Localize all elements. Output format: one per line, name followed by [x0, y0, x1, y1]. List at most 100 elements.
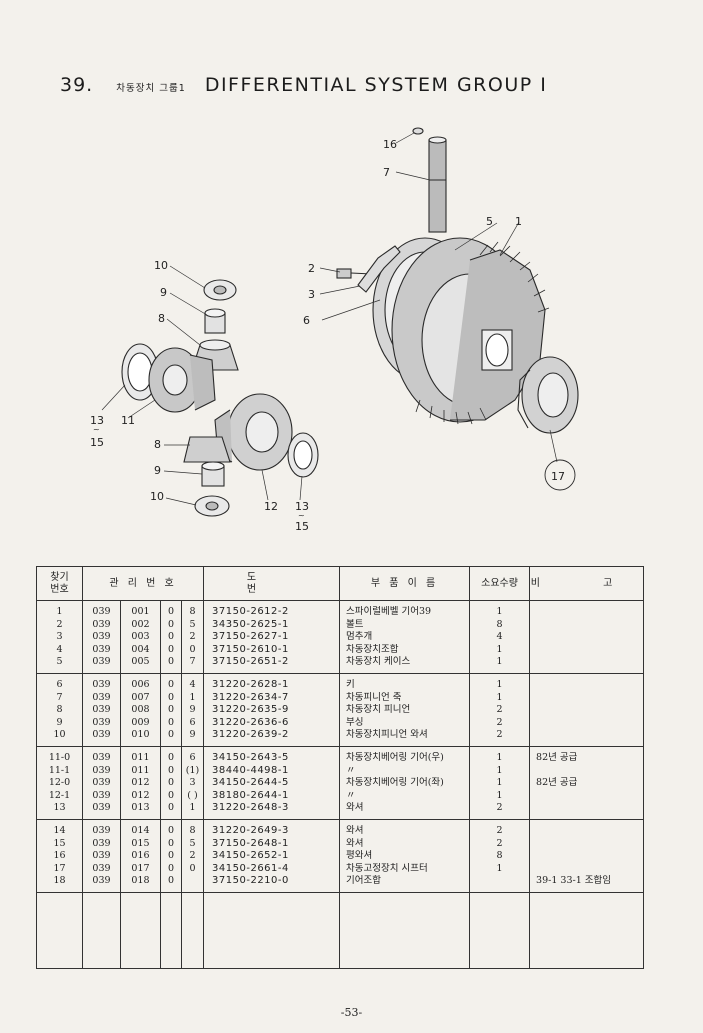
- table-cell-text: 34150-2644-5: [212, 777, 289, 789]
- callout-10-top: 10: [154, 259, 168, 272]
- exploded-diagram: 16 7 5 1 2 3 6 17 10 9 8 13 11 ~ 15 8 9 …: [90, 127, 579, 533]
- table-cell-text: 5: [189, 837, 196, 849]
- table-cell-text: 039: [92, 764, 111, 776]
- table-cell-text: 014: [131, 824, 150, 836]
- table-cell-text: 1: [189, 802, 196, 814]
- table-cell-text: 039: [92, 729, 111, 741]
- callout-16: 6: [303, 314, 310, 327]
- cell-control-d: 6(1)3( )1: [180, 745, 205, 820]
- table-cell-text: 0: [167, 716, 175, 728]
- callout-15-left: 15: [90, 436, 104, 449]
- table-cell-text: 11-0: [48, 751, 71, 763]
- table-cell-text: 039: [92, 656, 111, 668]
- table-cell-text: 4: [496, 631, 503, 643]
- table-cell-text: 039: [92, 789, 111, 801]
- table-cell-text: 039: [92, 643, 111, 655]
- table-cell-text: 005: [131, 656, 150, 668]
- table-cell-text: [536, 704, 641, 717]
- table-cell-text: 9: [189, 729, 196, 741]
- table-cell-text: 차동장치베어링 기어(우): [346, 751, 444, 763]
- table-cell-text: 34150-2643-5: [212, 751, 289, 763]
- empty-cell: [180, 891, 205, 969]
- table-cell-text: 차동장치 케이스: [346, 656, 411, 668]
- empty-cell: [36, 891, 83, 969]
- table-cell-text: 001: [131, 606, 150, 617]
- table-cell-text: 차동장치베어링 기어(좌): [346, 777, 444, 789]
- table-cell-text: 002: [131, 618, 150, 630]
- table-cell-text: 5: [56, 656, 63, 668]
- table-cell-text: 18: [53, 875, 66, 887]
- table-cell-text: [536, 717, 641, 730]
- table-cell-text: 34150-2661-4: [212, 862, 289, 874]
- table-cell-text: [536, 619, 641, 632]
- table-cell-text: 8: [189, 606, 196, 617]
- table-cell-text: 82년 공급: [536, 777, 578, 789]
- table-cell-text: 37150-2651-2: [212, 656, 289, 668]
- table-cell-text: 0: [167, 631, 175, 643]
- table-cell-text: 7: [189, 656, 196, 668]
- header-find-number: 찾기 번호: [36, 566, 83, 601]
- table-cell-text: [536, 729, 641, 742]
- callout-17: 17: [551, 470, 565, 483]
- table-cell-text: 003: [131, 631, 150, 643]
- callout-9-bottom: 9: [154, 464, 161, 477]
- table-cell-text: 9: [189, 704, 196, 716]
- page-number: -53-: [340, 1006, 363, 1019]
- callout-12: 12: [264, 500, 278, 513]
- table-cell-text: 012: [131, 789, 150, 801]
- table-cell-text: 7: [56, 691, 63, 703]
- empty-cell: [469, 891, 531, 969]
- callout-tilde-left: ~: [93, 425, 100, 434]
- table-cell-text: [536, 850, 641, 863]
- shifter-part-17: [517, 356, 579, 434]
- table-cell-text: 013: [131, 802, 150, 814]
- table-cell-text: 15: [53, 837, 66, 849]
- table-cell-text: 039: [92, 777, 111, 789]
- table-cell-text: 13: [53, 802, 66, 814]
- table-cell-text: 039: [92, 631, 111, 643]
- table-cell-text: 0: [167, 777, 175, 789]
- title-english: DIFFERENTIAL SYSTEM GROUP I: [204, 74, 548, 96]
- table-cell-text: 차동장치피니언 와셔: [346, 729, 428, 741]
- table-cell-text: 004: [131, 643, 150, 655]
- table-cell-text: 와셔: [346, 802, 364, 814]
- table-cell-text: 31220-2648-3: [212, 802, 289, 814]
- callout-13-right: 13: [295, 500, 309, 513]
- table-cell-text: 8: [56, 704, 63, 716]
- table-cell-text: 5: [189, 618, 196, 630]
- table-cell-text: 0: [167, 751, 175, 763]
- callout-2: 2: [308, 262, 315, 275]
- table-cell-text: 039: [92, 716, 111, 728]
- bushing-part-9-top: [204, 308, 226, 334]
- table-cell-text: 멈추개: [346, 631, 373, 643]
- table-cell-text: [472, 875, 527, 888]
- header-part-name: 부 품 이 름: [339, 566, 471, 601]
- table-cell-text: 2: [189, 850, 196, 862]
- table-cell-text: 2: [496, 716, 503, 728]
- table-cell-text: [536, 606, 641, 619]
- cell-remark: 39-1 33-1 조합임: [529, 818, 645, 893]
- table-cell-text: 016: [131, 850, 150, 862]
- table-cell-text: 31220-2636-6: [212, 716, 289, 728]
- table-cell-text: 37150-2610-1: [212, 643, 289, 655]
